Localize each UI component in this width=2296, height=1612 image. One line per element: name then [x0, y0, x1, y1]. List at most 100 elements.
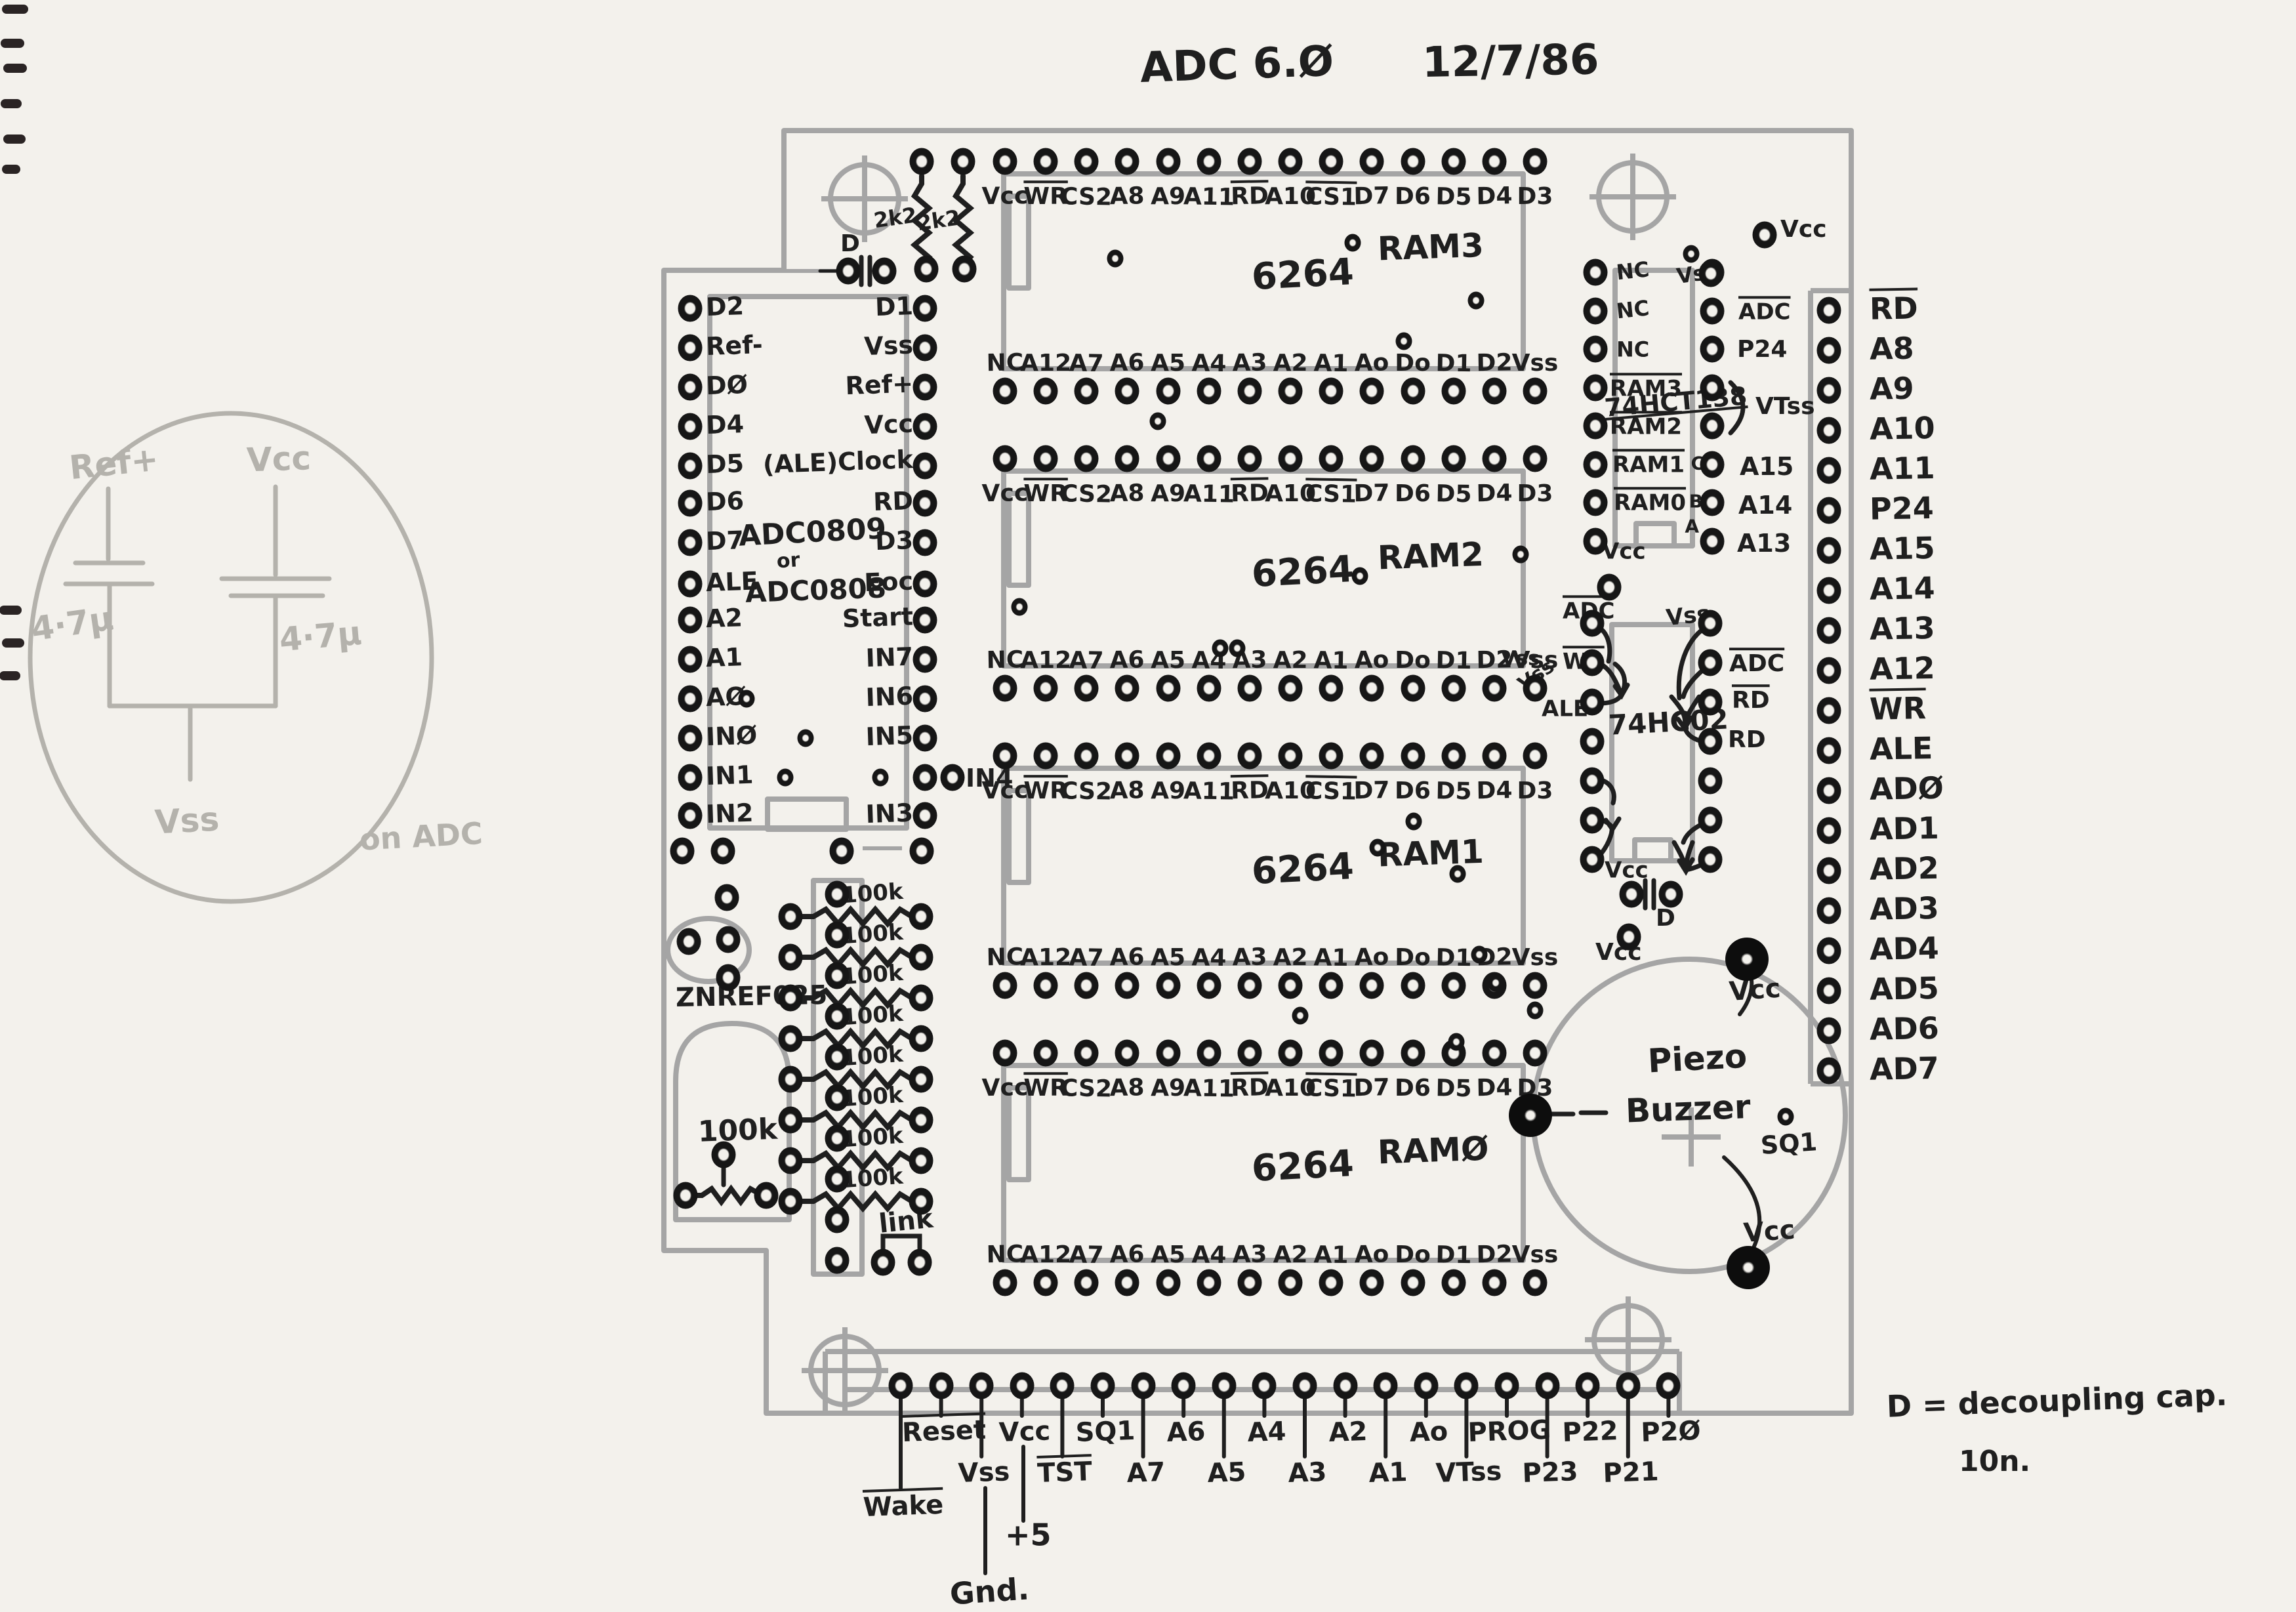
connector-pin-label: Vcc	[998, 1416, 1051, 1448]
edge-pin-label: AD5	[1869, 970, 1940, 1007]
pin-label: IN6	[865, 681, 914, 713]
solder-pad	[754, 1182, 779, 1209]
solder-pad	[1319, 445, 1343, 472]
solder-pad	[1441, 674, 1466, 702]
buzzer-pad	[1509, 1094, 1552, 1137]
pin-label: CS2	[1060, 183, 1113, 211]
solder-pad	[1115, 742, 1139, 770]
pin-label: RD	[1728, 726, 1766, 754]
pin-label: D6	[1395, 480, 1431, 508]
wire	[799, 1108, 914, 1132]
solder-pad	[1816, 697, 1841, 724]
buzzer-pad	[1725, 938, 1769, 981]
connector-pad	[929, 1372, 954, 1399]
solder-pad	[1359, 1039, 1384, 1067]
pin-label: A1	[1313, 647, 1349, 675]
pin-label: A5	[1151, 350, 1186, 377]
pin-label: A4	[1191, 944, 1227, 972]
connector-pin-label: VTss	[1435, 1456, 1503, 1489]
solder-pad	[1616, 923, 1641, 951]
pin-label: +5	[1005, 1517, 1052, 1553]
pin-label: D3	[1517, 480, 1553, 508]
pin-label: IN5	[865, 720, 914, 752]
solder-pad	[1816, 537, 1841, 564]
connector-pad	[1171, 1372, 1196, 1399]
connector-pad	[1414, 1372, 1439, 1399]
pencil-sketch-capacitors	[28, 411, 434, 904]
edge-pin-label: ADØ	[1869, 770, 1944, 807]
pin-label: D3	[1517, 183, 1553, 211]
pin-label: A6	[1109, 646, 1145, 674]
pin-label: A7	[1069, 944, 1105, 972]
resistor-value: 100k	[840, 959, 904, 991]
pin-label: RD	[1230, 1074, 1269, 1102]
solder-pad	[1401, 377, 1425, 405]
solder-pad	[678, 685, 703, 713]
pin-label: D1	[1435, 1241, 1472, 1270]
pin-label: A12	[1020, 1241, 1072, 1269]
via	[1344, 234, 1361, 252]
edge-pin-label: A10	[1869, 409, 1936, 447]
pin-label: A13	[1737, 529, 1792, 558]
pin-label: A9	[1151, 480, 1186, 508]
connector-pin-label: A2	[1328, 1416, 1368, 1448]
solder-pad	[1816, 417, 1841, 444]
solder-pad	[778, 1147, 803, 1174]
solder-pad	[716, 964, 741, 991]
solder-pad	[993, 674, 1017, 702]
solder-pad	[1700, 412, 1725, 440]
connector-pin-label: A4	[1247, 1416, 1287, 1448]
pin-label: RAM3	[1610, 375, 1682, 402]
solder-pad	[872, 257, 897, 285]
solder-pad	[1752, 221, 1777, 249]
connector-pin-label: Vss	[958, 1457, 1011, 1489]
solder-pad	[1816, 617, 1841, 644]
pin-label: A2	[705, 603, 743, 634]
edge-pin-label: ALE	[1869, 730, 1933, 767]
solder-pad	[678, 373, 703, 401]
solder-pad	[1197, 1269, 1221, 1296]
chip-part-number: 6264	[1250, 845, 1355, 894]
wire	[687, 1184, 765, 1207]
nor-gate-icons	[1589, 622, 1713, 876]
solder-pad	[1619, 880, 1644, 908]
pin-label: D6	[705, 486, 745, 517]
solder-pad	[1319, 972, 1343, 999]
connector-pin-label: A3	[1287, 1457, 1328, 1489]
pin-label: 100k	[697, 1112, 778, 1149]
solder-pad	[1359, 377, 1384, 405]
solder-pad	[1482, 1039, 1507, 1067]
solder-pad	[912, 334, 937, 362]
resistor-value: 100k	[840, 878, 904, 909]
pin-label: CS1	[1305, 183, 1357, 211]
solder-pad	[1597, 573, 1622, 601]
solder-pad	[1197, 674, 1221, 702]
solder-pad	[678, 606, 703, 634]
pin-label: A8	[1109, 480, 1145, 508]
pin-label: A10	[1265, 777, 1317, 805]
solder-pad	[1523, 742, 1548, 770]
solder-pad	[1278, 1039, 1303, 1067]
solder-pad	[1359, 972, 1384, 999]
solder-pad	[1698, 610, 1723, 637]
pin-label: Vss	[1511, 944, 1559, 972]
vcc-arrow	[1722, 1155, 1762, 1254]
solder-pad	[912, 452, 937, 480]
page-date: 12/7/86	[1422, 35, 1600, 87]
solder-pad	[1580, 846, 1605, 873]
solder-pad	[1278, 742, 1303, 770]
via	[1351, 567, 1368, 585]
pin-label: A8	[1109, 777, 1145, 805]
solder-pad	[711, 1141, 736, 1168]
solder-pad	[1698, 846, 1723, 873]
pin-label: Vss	[1501, 647, 1540, 671]
dash-lead	[1549, 1110, 1609, 1117]
chip-designator: RAM2	[1376, 535, 1485, 577]
solder-pad	[1441, 1269, 1466, 1296]
pin-label: NC	[1615, 295, 1650, 324]
solder-pad	[1482, 377, 1507, 405]
solder-pad	[912, 802, 937, 829]
solder-pad	[1359, 742, 1384, 770]
resistor-value: 100k	[840, 1041, 904, 1072]
solder-pad	[1237, 972, 1262, 999]
